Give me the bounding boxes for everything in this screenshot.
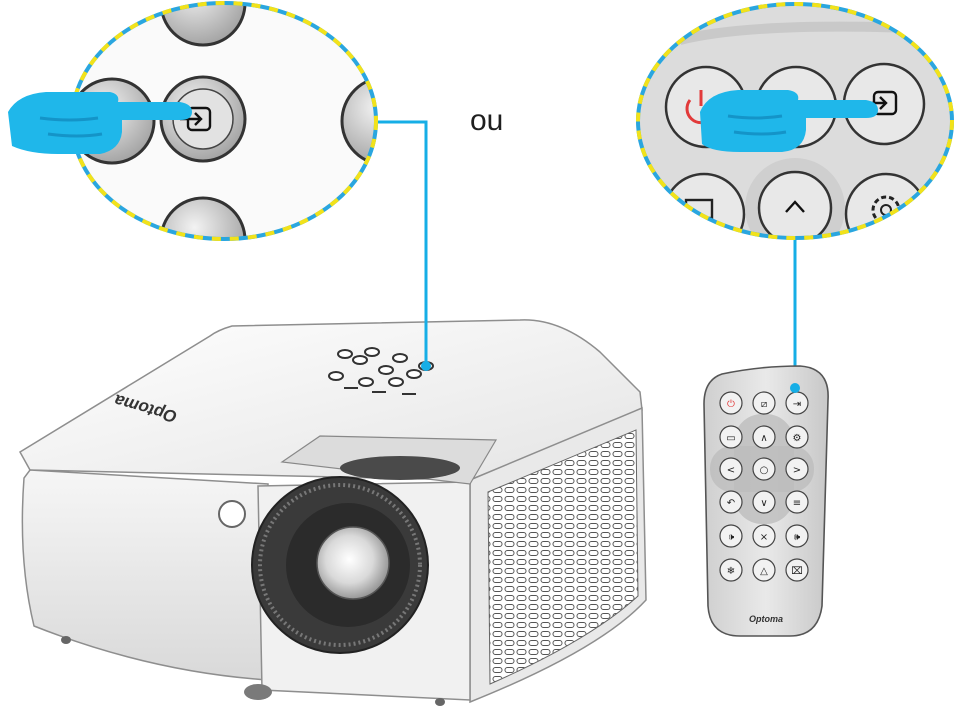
zoom-display-button	[662, 172, 746, 238]
zoom-up-button	[757, 170, 833, 238]
remote-button-enter[interactable]	[752, 457, 776, 481]
remote-button-right-arrow[interactable]	[785, 457, 809, 481]
display-icon: ▭	[726, 433, 735, 444]
projector-keypad-callout	[70, 1, 378, 241]
remote-button-freeze[interactable]	[719, 558, 743, 582]
remote-button-settings[interactable]	[785, 425, 809, 449]
volume-up-icon: 🕪	[794, 532, 801, 543]
remote-button-up-arrow[interactable]	[752, 425, 776, 449]
left-arrow-icon: <	[727, 465, 735, 476]
up-arrow-icon	[785, 200, 805, 213]
back-icon: ↶	[727, 498, 735, 509]
pointing-hand-left	[8, 92, 192, 154]
remote-button-power[interactable]	[719, 391, 743, 415]
zoom-key-right	[340, 75, 376, 167]
remote-button-volume-up[interactable]	[785, 524, 809, 548]
mute-icon: ×	[760, 532, 768, 543]
remote-button-down-arrow[interactable]	[752, 490, 776, 514]
zoom-key-down	[159, 196, 247, 239]
blank-screen-icon: ⌧	[791, 566, 803, 577]
remote-source-marker	[790, 383, 800, 393]
keypad-marker	[421, 361, 431, 371]
freeze-icon: ❄	[727, 566, 735, 577]
remote-button-mute[interactable]	[752, 524, 776, 548]
menu-icon: ≡	[793, 498, 801, 509]
ir-sensor	[218, 500, 246, 528]
remote-button-focus[interactable]	[752, 558, 776, 582]
pointing-hand-right	[700, 90, 878, 152]
projector: Optoma	[18, 319, 647, 706]
vent-grill	[487, 429, 639, 685]
remote-button-blank-screen[interactable]	[785, 558, 809, 582]
input-source-icon: ⇥	[793, 399, 801, 410]
remote-control: ⏻ ⧄ ⇥ ▭ ∧ ⚙ < ○ > ↶ ∨ ≡ 🕩 × 🕪 ❄ △ ⌧ Optoma	[703, 365, 829, 637]
power-icon: ⏻	[727, 399, 735, 410]
up-arrow-icon: ∧	[760, 433, 767, 444]
remote-button-volume-down[interactable]	[719, 524, 743, 548]
right-arrow-icon: >	[793, 465, 801, 476]
front-foot	[244, 684, 272, 700]
projector-lens	[316, 526, 390, 600]
volume-down-icon: 🕩	[728, 532, 735, 543]
projector-keypad	[328, 347, 434, 387]
enter-icon: ○	[760, 465, 769, 476]
callout-connector-left	[376, 120, 428, 366]
keystone-icon: ⧄	[761, 399, 767, 410]
separator-or-label: ou	[470, 104, 504, 137]
remote-button-display[interactable]	[719, 425, 743, 449]
remote-button-menu[interactable]	[785, 490, 809, 514]
remote-button-left-arrow[interactable]	[719, 457, 743, 481]
focus-icon: △	[760, 566, 768, 577]
remote-brand: Optoma	[749, 614, 783, 624]
projector-front-face	[21, 469, 269, 681]
remote-button-keystone[interactable]	[752, 391, 776, 415]
zoom-key-up	[159, 3, 247, 47]
down-arrow-icon: ∨	[760, 498, 767, 509]
remote-button-back[interactable]	[719, 490, 743, 514]
settings-icon: ⚙	[793, 433, 802, 444]
